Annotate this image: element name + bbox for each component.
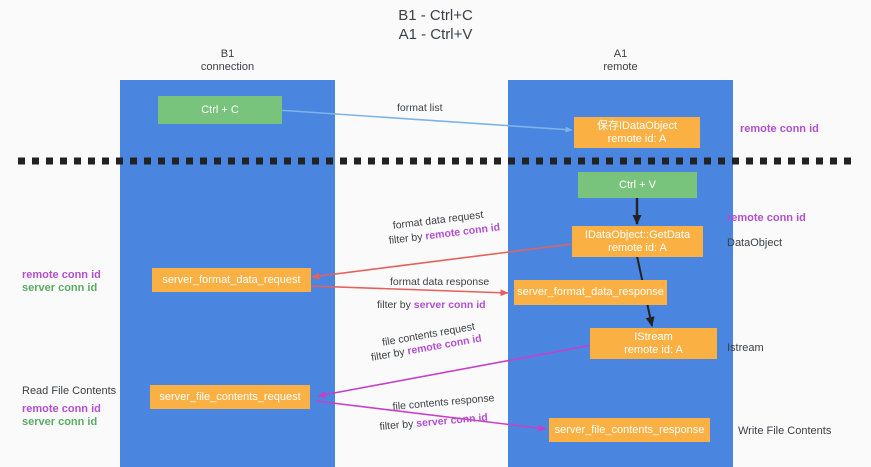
title-line-1: B1 - Ctrl+C — [398, 7, 473, 24]
column-header-a1-sub: remote — [603, 61, 638, 73]
filter-key-server-conn-id: server conn id — [413, 299, 486, 311]
node-server-format-data-request-label: server_format_data_request — [162, 273, 301, 286]
annotation-left-server-conn-id-1: server conn id — [22, 282, 98, 294]
annotation-istream: Istream — [727, 342, 764, 354]
node-save-idataobject-label: 保存IDataObject remote id: A — [596, 119, 678, 145]
column-header-a1-name: A1 — [613, 48, 628, 60]
annotation-remote-conn-id-top: remote conn id — [740, 123, 819, 135]
annotation-left-server-conn-id-2: server conn id — [22, 416, 98, 428]
node-server-file-contents-request-label: server_file_contents_request — [159, 390, 301, 403]
annotation-dataobject: DataObject — [727, 237, 783, 249]
node-ctrl-c[interactable]: Ctrl + C — [158, 96, 282, 124]
node-server-format-data-response-label: server_format_data_response — [517, 286, 664, 298]
page-title: B1 - Ctrl+C A1 - Ctrl+V — [0, 6, 871, 44]
filter-key-server-conn-id: server conn id — [415, 411, 489, 430]
node-ctrl-v-label: Ctrl + V — [619, 178, 656, 191]
column-header-b1-sub: connection — [200, 61, 255, 73]
node-ctrl-v[interactable]: Ctrl + V — [578, 172, 697, 198]
filter-prefix: filter by — [377, 299, 414, 311]
annotation-write-file-contents: Write File Contents — [738, 425, 832, 437]
edge-label-format-list: format list — [397, 101, 443, 115]
filter-prefix: filter by — [379, 417, 417, 433]
edge-label-file-contents-response-text: file contents response — [392, 392, 495, 413]
node-server-format-data-request[interactable]: server_format_data_request — [152, 268, 311, 292]
node-istream-label: IStream remote id: A — [624, 330, 683, 356]
annotation-left-remote-conn-id-2: remote conn id — [22, 403, 101, 415]
node-istream[interactable]: IStream remote id: A — [590, 328, 717, 359]
title-line-2: A1 - Ctrl+V — [398, 26, 473, 43]
edge-label-format-data-response: format data response — [390, 275, 489, 289]
edge-label-file-contents-response-filter: filter by server conn id — [379, 411, 488, 434]
column-header-b1: B1 connection — [120, 48, 335, 74]
node-server-format-data-response[interactable]: server_format_data_response — [514, 280, 667, 305]
node-idataobject-getdata[interactable]: IDataObject::GetData remote id: A — [572, 226, 703, 257]
column-header-b1-name: B1 — [220, 48, 235, 60]
node-server-file-contents-response[interactable]: server_file_contents_response — [549, 418, 710, 442]
annotation-read-file-contents: Read File Contents — [22, 385, 117, 397]
node-idataobject-getdata-label: IDataObject::GetData remote id: A — [584, 228, 691, 254]
filter-prefix: filter by — [388, 230, 427, 247]
edge-label-format-list-text: format list — [397, 102, 443, 114]
node-ctrl-c-label: Ctrl + C — [201, 103, 239, 116]
edge-label-format-data-response-filter: filter by server conn id — [377, 298, 486, 312]
column-header-a1: A1 remote — [508, 48, 733, 74]
node-server-file-contents-response-label: server_file_contents_response — [554, 423, 705, 436]
annotation-left-remote-conn-id-1: remote conn id — [22, 269, 101, 281]
annotation-remote-conn-id-mid: remote conn id — [727, 212, 806, 224]
filter-prefix: filter by — [370, 345, 409, 364]
node-server-file-contents-request[interactable]: server_file_contents_request — [150, 385, 310, 409]
edge-label-format-data-response-text: format data response — [390, 276, 490, 288]
node-save-idataobject[interactable]: 保存IDataObject remote id: A — [574, 117, 700, 148]
